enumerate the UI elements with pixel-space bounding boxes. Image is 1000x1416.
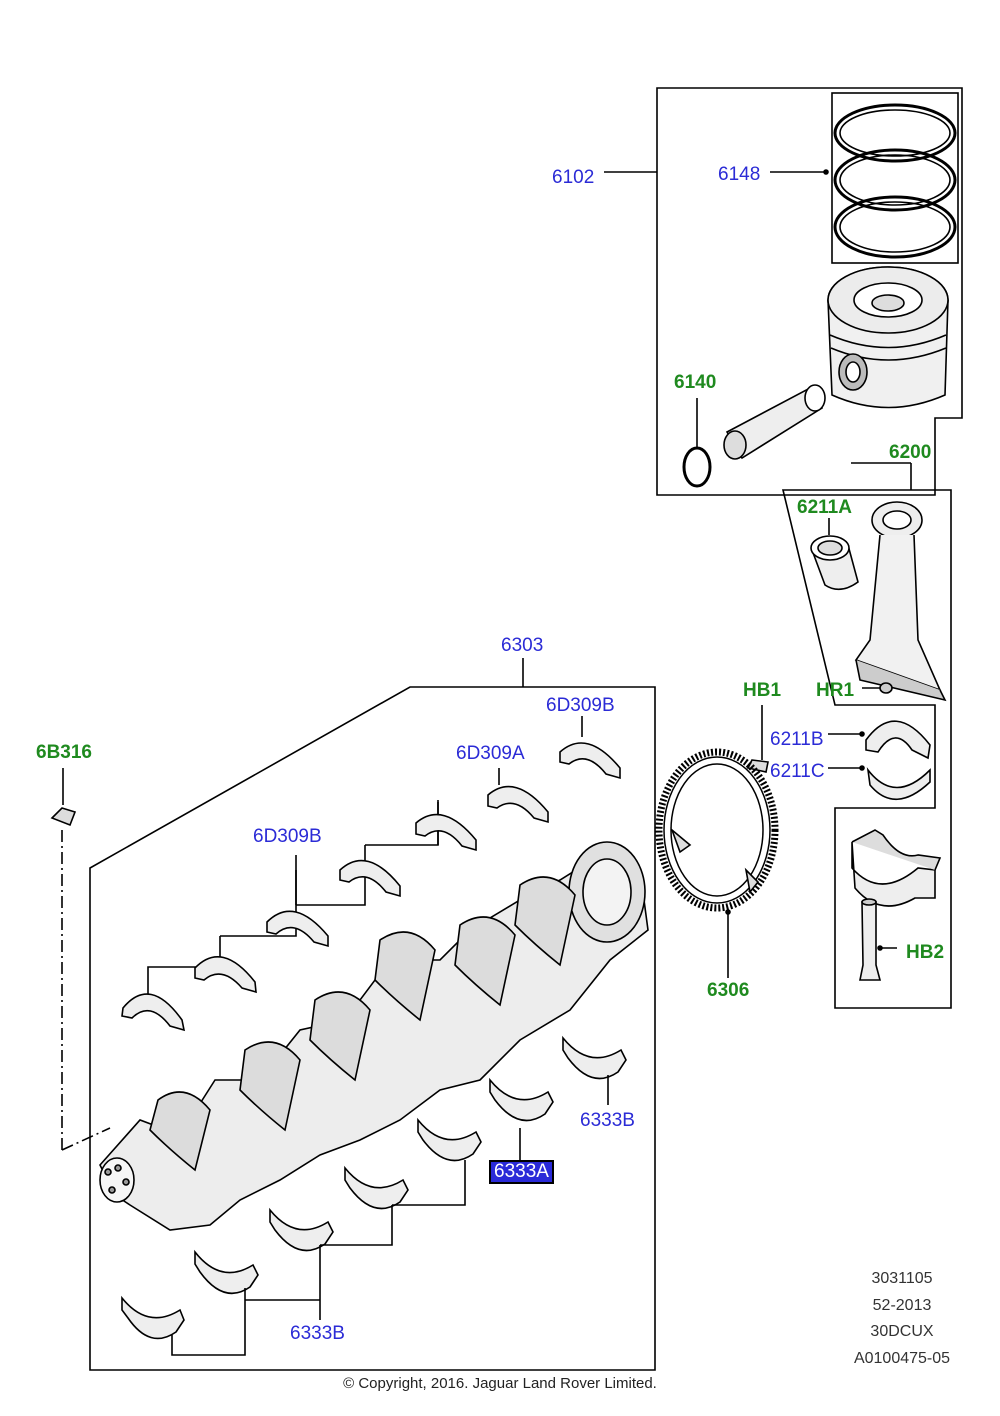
- connecting-rod-drawing: [854, 501, 947, 702]
- callout-hr1[interactable]: HR1: [816, 680, 855, 701]
- callout-6211a[interactable]: 6211A: [797, 497, 852, 518]
- connecting-rod-cap-drawing: [851, 829, 942, 907]
- copyright-notice: © Copyright, 2016. Jaguar Land Rover Lim…: [343, 1375, 657, 1392]
- reference-line-1: 3031105: [871, 1270, 933, 1287]
- callout-6b316[interactable]: 6B316: [36, 742, 92, 763]
- callout-6333a-selected[interactable]: 6333A: [489, 1160, 554, 1184]
- circlip-drawing: [682, 446, 712, 488]
- big-end-bolt-drawing: [859, 901, 882, 981]
- callout-6148[interactable]: 6148: [718, 164, 761, 185]
- callout-6140[interactable]: 6140: [674, 372, 717, 393]
- piston-group-frame: [656, 87, 963, 496]
- callout-6211c[interactable]: 6211C: [770, 761, 825, 782]
- callout-6102[interactable]: 6102: [552, 167, 595, 188]
- small-end-bush-drawing: [810, 535, 859, 591]
- callout-6306[interactable]: 6306: [707, 980, 750, 1001]
- connecting-rod-frame: [781, 489, 952, 1009]
- callout-6333b-right[interactable]: 6333B: [580, 1110, 635, 1131]
- crankshaft-frame: [89, 686, 656, 1371]
- callout-6d309b-top[interactable]: 6D309B: [546, 695, 615, 716]
- piston-ring-3: [833, 195, 957, 259]
- reluctor-ring-drawing: [655, 748, 779, 912]
- callout-6303[interactable]: 6303: [501, 635, 544, 656]
- piston-ring-1: [833, 103, 957, 163]
- callout-6200[interactable]: 6200: [889, 442, 932, 463]
- piston-pin-drawing: [723, 384, 826, 460]
- piston-drawing: [827, 266, 949, 409]
- reference-line-3: 30DCUX: [870, 1323, 934, 1340]
- callout-6d309b-left[interactable]: 6D309B: [253, 826, 322, 847]
- callout-hb1[interactable]: HB1: [743, 680, 782, 701]
- callout-6211b[interactable]: 6211B: [770, 729, 824, 750]
- callout-6333b-bottom[interactable]: 6333B: [290, 1323, 345, 1344]
- callout-6d309a[interactable]: 6D309A: [456, 743, 525, 764]
- crankshaft-drawing: [99, 841, 649, 1231]
- reference-line-2: 52-2013: [872, 1297, 932, 1314]
- reference-line-4: A0100475-05: [853, 1350, 951, 1367]
- callout-hb2[interactable]: HB2: [906, 942, 945, 963]
- piston-ring-2: [833, 148, 957, 212]
- piston-ring-box: [831, 92, 959, 264]
